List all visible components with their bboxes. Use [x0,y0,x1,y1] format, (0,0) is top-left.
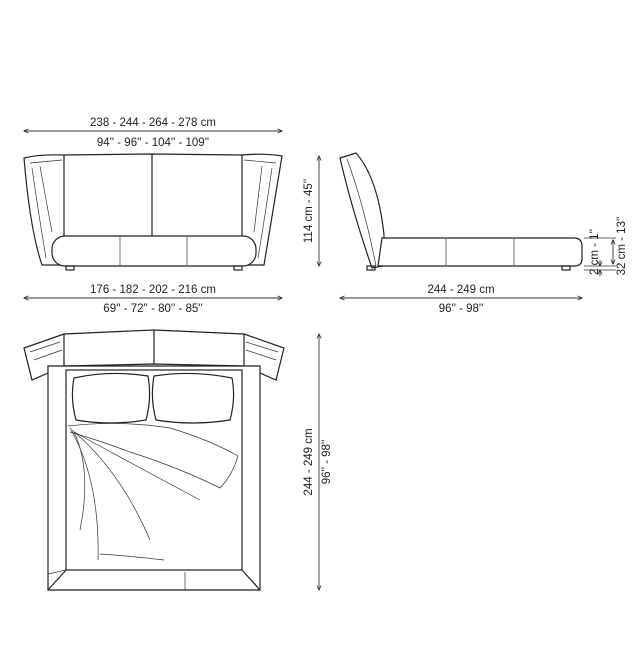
base-height-label: 32 cm - 13'' [616,217,628,276]
side-headboard-outline [339,152,385,269]
plan-frame-corner-right [241,569,261,591]
overall-width-in-label: 94'' - 96'' - 104'' - 109'' [97,137,209,149]
plan-wing-creases [29,341,279,361]
front-headboard-outline [23,153,283,266]
mattress-width-cm-label: 176 - 182 - 202 - 216 cm [90,284,216,296]
front-right-foot [233,265,243,271]
side-front-foot [366,265,376,271]
duvet-drape-3 [73,431,201,501]
plan-view: 244 - 249 cm 96'' - 98'' [23,329,333,591]
right-wing-crease [257,167,273,259]
side-view: 244 - 249 cm 96'' - 98'' 2 cm - 1'' 32 c… [339,152,628,315]
left-wing-crease [31,167,47,259]
duvet-fold-edge [67,423,239,489]
plan-frame-inner-left [47,569,67,575]
side-length-cm-label: 244 - 249 cm [427,284,494,296]
headboard-height-label: 114 cm - 45'' [303,179,315,243]
side-headboard-inner-line [346,158,377,267]
left-pillow [71,372,151,424]
right-wing-crease-2 [253,165,263,233]
leg-height-label: 2 cm - 1'' [589,229,601,275]
plan-frame-corner-left [47,569,67,591]
front-view: 238 - 244 - 264 - 278 cm 94'' - 96'' - 1… [24,117,319,315]
front-bolster-cushion [51,235,257,267]
mattress-width-in-label: 69'' - 72'' - 80'' - 85'' [103,303,202,315]
left-wing-top-seam [29,159,63,164]
right-wing-top-seam [243,159,277,164]
duvet-drape-2 [71,429,151,541]
duvet-drape-4 [73,431,86,531]
front-left-foot [65,265,75,271]
side-base-outline [377,237,583,267]
right-pillow [151,372,235,424]
duvet-drape-1 [69,427,99,561]
plan-length-in-label: 96'' - 98'' [321,440,333,485]
duvet-hem [99,553,165,561]
left-wing-crease-2 [39,165,53,233]
side-back-foot [561,265,571,271]
side-length-in-label: 96'' - 98'' [439,303,484,315]
overall-width-cm-label: 238 - 244 - 264 - 278 cm [90,117,216,129]
plan-length-cm-label: 244 - 249 cm [303,428,315,495]
